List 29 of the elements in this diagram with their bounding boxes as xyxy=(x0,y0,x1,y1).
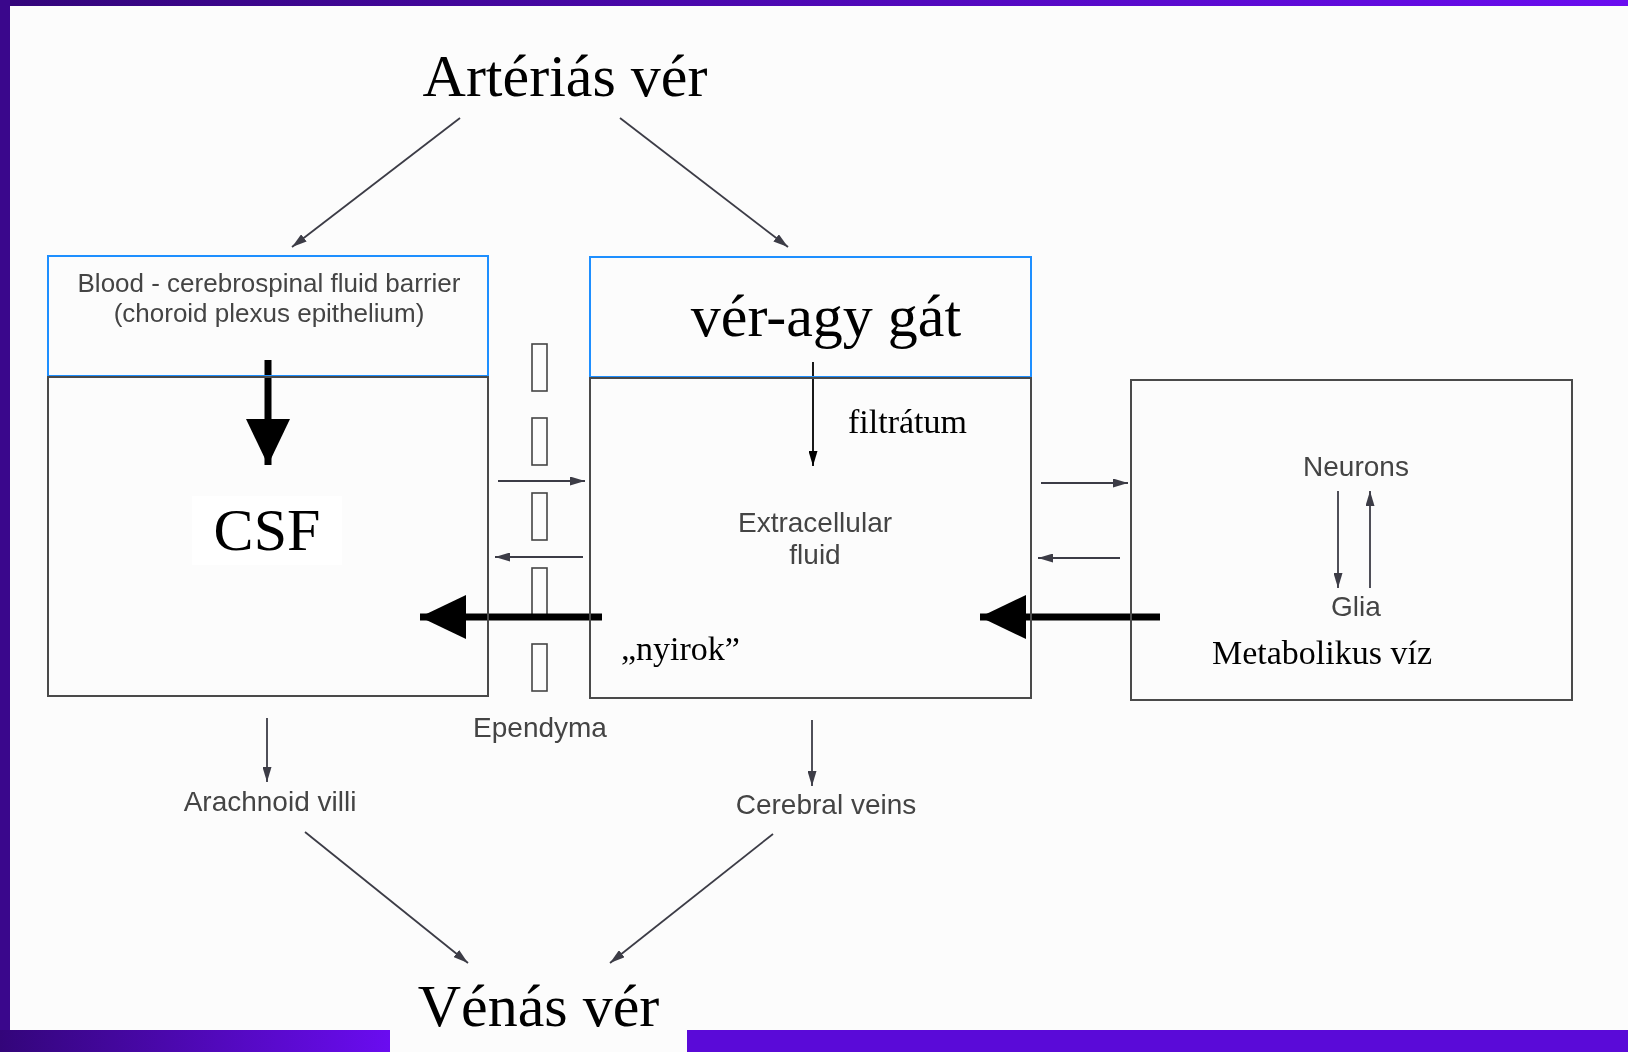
node-label: vér-agy gát xyxy=(689,282,963,351)
heading-text: Artériás vér xyxy=(421,42,709,111)
arrow xyxy=(609,833,774,964)
arrow xyxy=(497,476,586,486)
node-label: Glia xyxy=(1330,591,1382,624)
node-label: Neurons xyxy=(1302,451,1410,484)
arrow xyxy=(494,552,584,562)
arrow xyxy=(1365,490,1375,589)
arrow xyxy=(1037,553,1121,563)
node-label: Cerebral veins xyxy=(734,789,918,822)
arrow xyxy=(1040,478,1129,488)
compartment-box xyxy=(47,255,489,377)
arrow xyxy=(619,117,789,248)
arrow xyxy=(1333,490,1343,589)
arrow xyxy=(262,717,272,783)
arrow xyxy=(808,361,818,467)
arrow xyxy=(807,719,817,787)
compartment-box xyxy=(47,376,489,697)
compartment-box xyxy=(589,377,1032,699)
arrow xyxy=(291,117,461,248)
node-label: Metabolikus víz xyxy=(1211,633,1433,673)
heading-text: Vénás vér xyxy=(416,972,661,1041)
node-label: Blood - cerebrospinal fluid barrier (choroid plexus epithelium) xyxy=(76,269,462,329)
compartment-box xyxy=(589,256,1032,378)
node-label: Extracellular fluid xyxy=(736,507,894,572)
structure-label: Ependyma xyxy=(472,712,608,745)
node-label: Arachnoid villi xyxy=(182,786,358,819)
arrow xyxy=(304,831,469,964)
compartment-box xyxy=(1130,379,1573,701)
